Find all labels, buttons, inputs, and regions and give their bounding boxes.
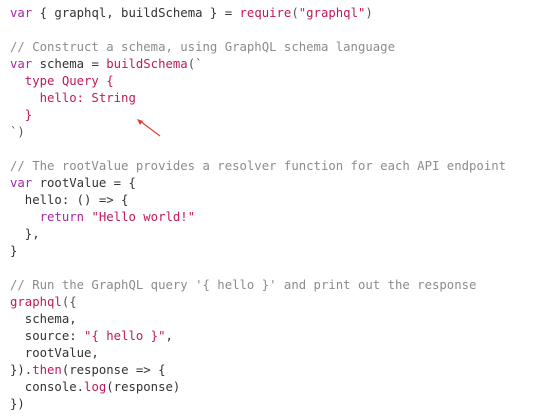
code-token: schema = — [32, 57, 107, 71]
code-token: // The rootValue provides a resolver fun… — [10, 159, 507, 173]
code-line: console.log(response) — [10, 379, 506, 396]
code-token: } — [10, 108, 33, 122]
code-line: rootValue, — [10, 345, 506, 362]
code-token: console. — [10, 380, 85, 394]
code-token: "{ hello }" — [84, 329, 166, 343]
code-token: // Run the GraphQL query '{ hello }' and… — [10, 278, 477, 292]
code-token: (response) — [106, 380, 181, 394]
code-line: type Query { — [10, 73, 506, 90]
code-line: `) — [10, 124, 506, 141]
code-token: (response => { — [61, 363, 166, 377]
code-line — [10, 22, 506, 39]
code-line: schema, — [10, 311, 506, 328]
code-token: type Query { — [10, 74, 114, 88]
code-token: { graphql, buildSchema } = — [32, 6, 240, 20]
code-token: schema, — [10, 312, 77, 326]
code-token: "Hello world!" — [91, 210, 196, 224]
code-line: // Run the GraphQL query '{ hello }' and… — [10, 277, 506, 294]
code-token: then — [32, 363, 62, 377]
code-token: var — [10, 6, 33, 20]
code-token: // Construct a schema, using GraphQL sch… — [10, 40, 395, 54]
code-token: }, — [10, 227, 40, 241]
code-token: }). — [10, 363, 33, 377]
code-token — [10, 210, 40, 224]
code-token: var — [10, 57, 33, 71]
code-token: require — [239, 6, 292, 20]
code-line: return "Hello world!" — [10, 209, 506, 226]
code-token: }) — [10, 397, 25, 411]
code-token: return — [39, 210, 85, 224]
code-token: log — [84, 380, 107, 394]
code-line: // Construct a schema, using GraphQL sch… — [10, 39, 506, 56]
code-line: }, — [10, 226, 506, 243]
code-line: }).then(response => { — [10, 362, 506, 379]
code-token: var — [10, 176, 33, 190]
code-token: , — [165, 329, 173, 343]
code-token: (` — [187, 57, 203, 71]
code-line: graphql({ — [10, 294, 506, 311]
code-block: var { graphql, buildSchema } = require("… — [10, 5, 506, 413]
code-token: rootValue = { — [32, 176, 136, 190]
code-line: hello: () => { — [10, 192, 506, 209]
code-line: // The rootValue provides a resolver fun… — [10, 158, 506, 175]
code-token: ) — [365, 6, 373, 20]
code-line: var rootValue = { — [10, 175, 506, 192]
code-token: hello: String — [10, 91, 136, 105]
code-line: }) — [10, 396, 506, 413]
code-line: } — [10, 107, 506, 124]
code-token: buildSchema — [106, 57, 188, 71]
code-line — [10, 260, 506, 277]
code-line: var { graphql, buildSchema } = require("… — [10, 5, 506, 22]
code-token: source: — [10, 329, 85, 343]
code-line: var schema = buildSchema(` — [10, 56, 506, 73]
code-token: hello: () => { — [10, 193, 129, 207]
code-token: "graphql" — [298, 6, 366, 20]
code-line — [10, 141, 506, 158]
code-line: } — [10, 243, 506, 260]
code-token: } — [10, 244, 18, 258]
code-token: `) — [10, 125, 25, 139]
code-token: ({ — [61, 295, 77, 309]
code-token: rootValue, — [10, 346, 99, 360]
code-line: source: "{ hello }", — [10, 328, 506, 345]
code-line: hello: String — [10, 90, 506, 107]
code-token: ( — [291, 6, 299, 20]
code-token: graphql — [10, 295, 62, 309]
